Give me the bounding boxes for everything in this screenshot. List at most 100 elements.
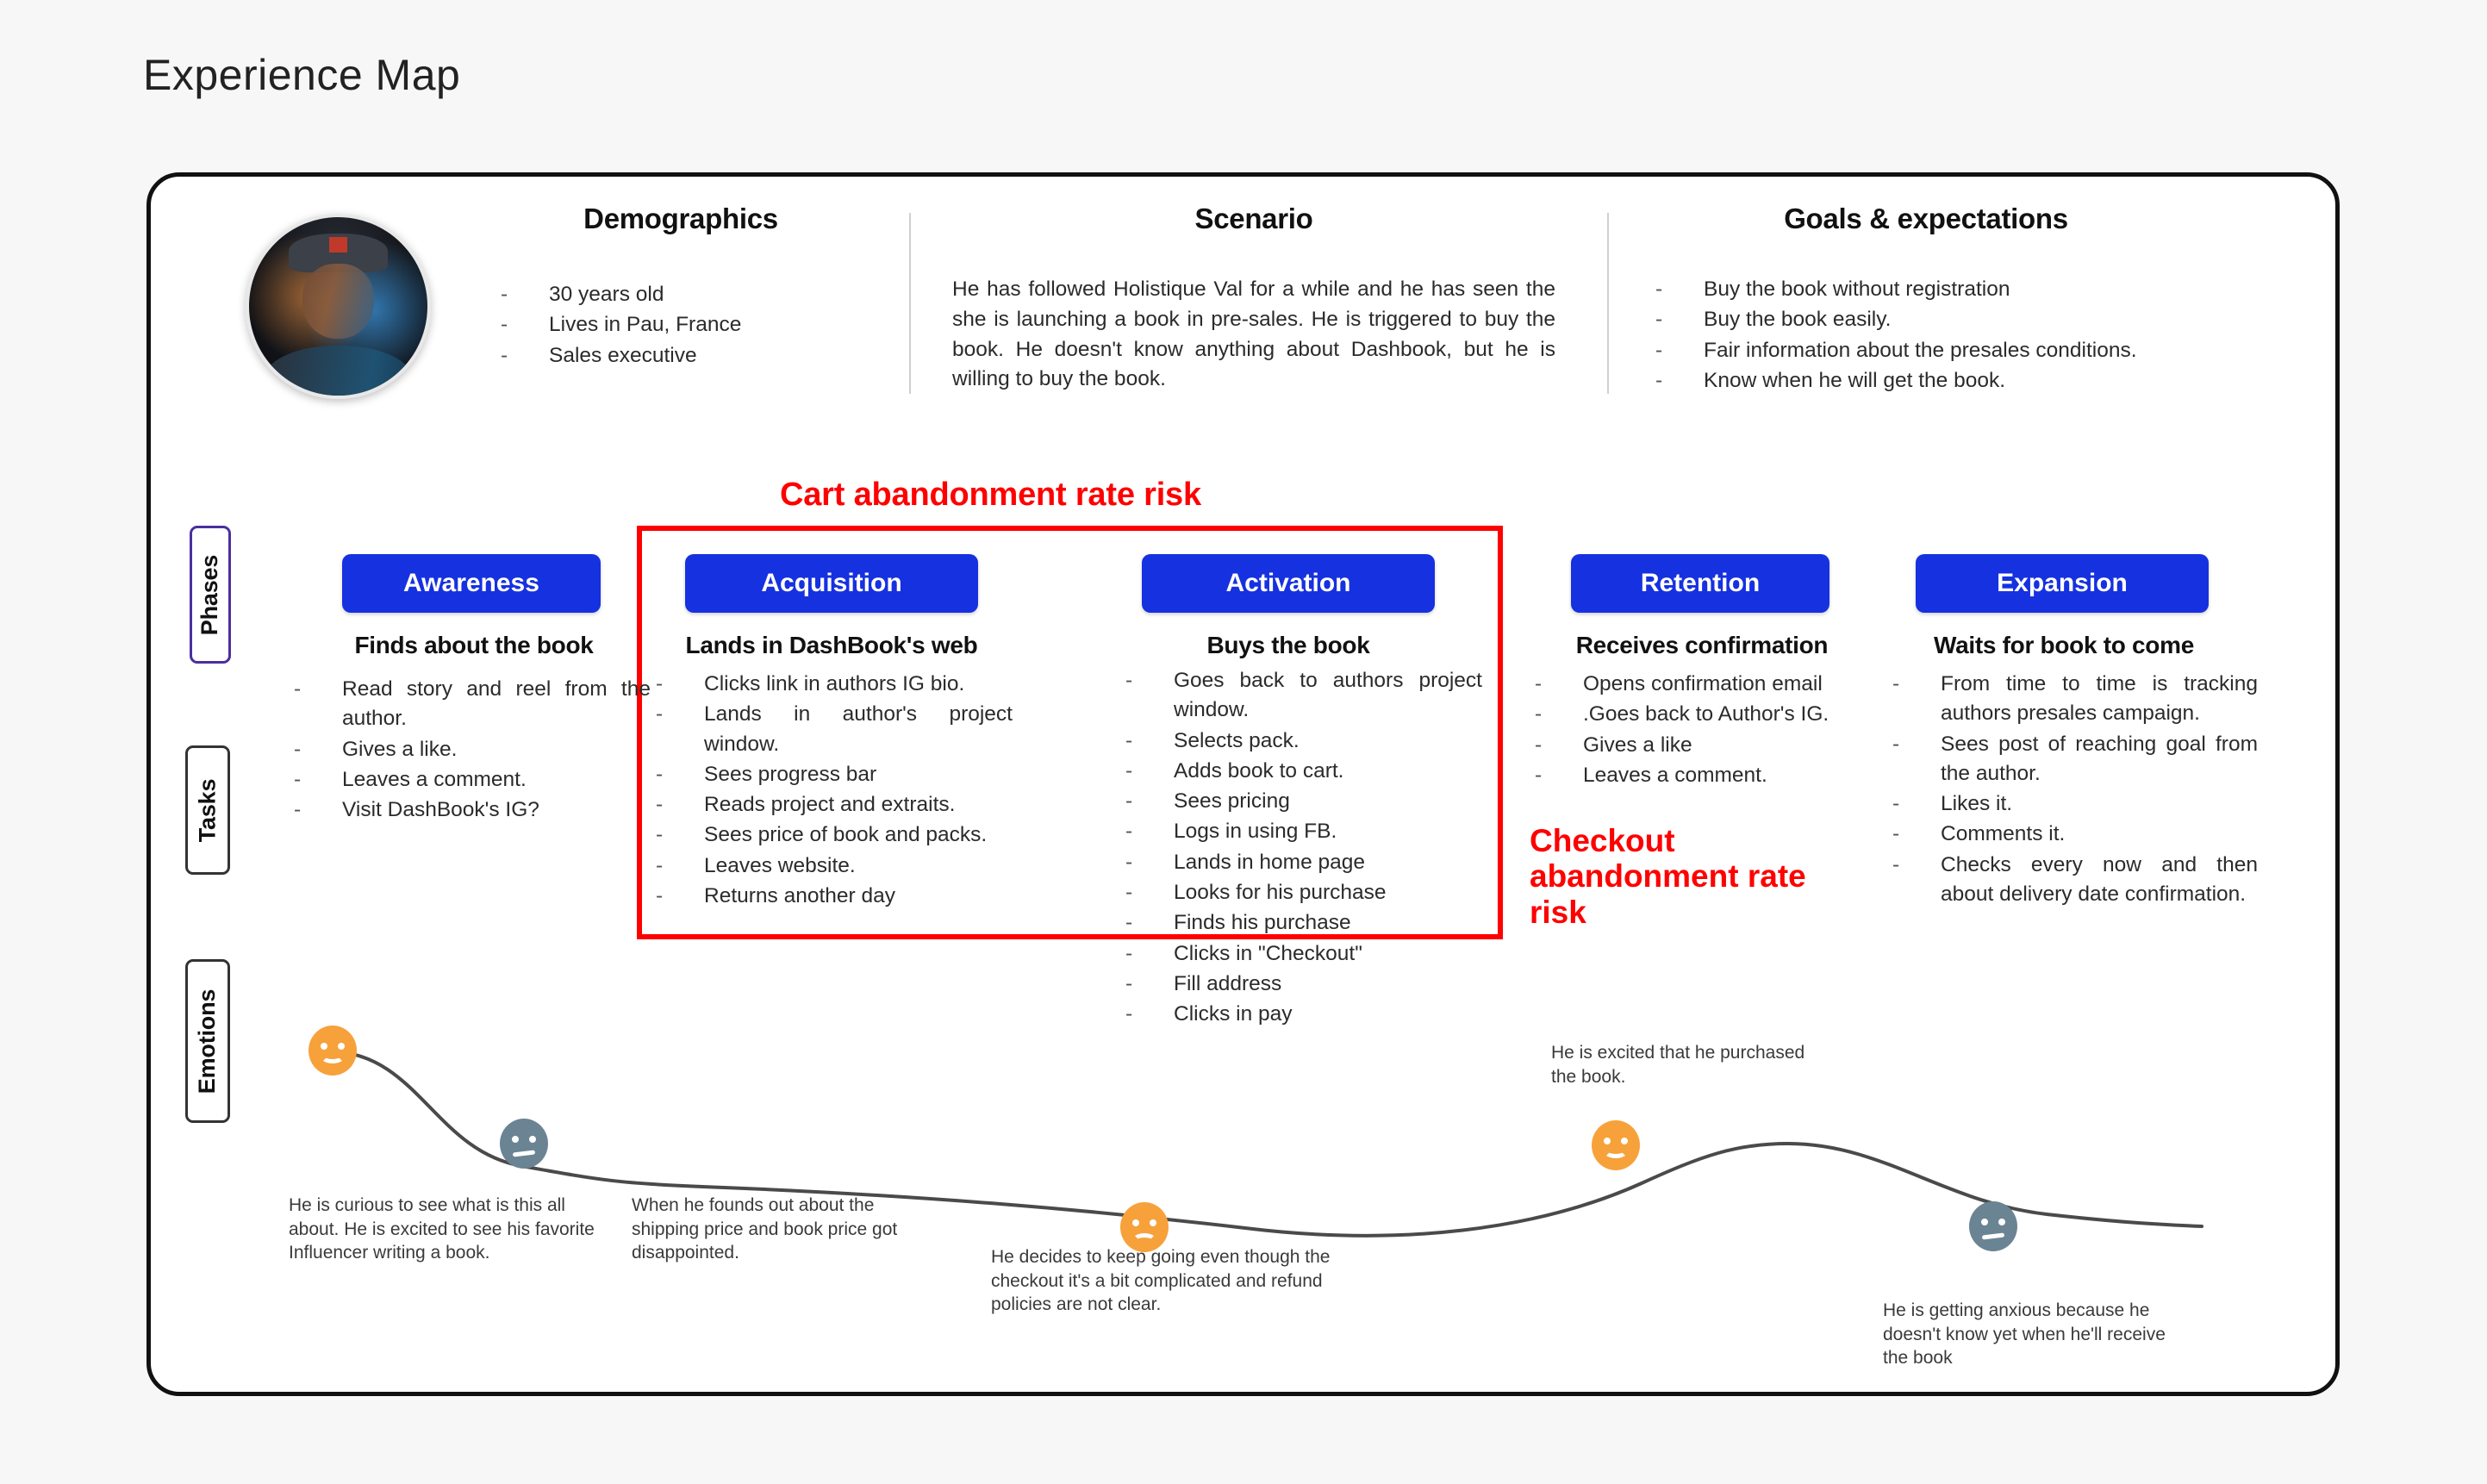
page-title: Experience Map [143,51,461,99]
phase-label: Acquisition [761,569,902,597]
goals-block: Goals & expectations Buy the book withou… [1650,203,2202,396]
emotion-caption-2: When he founds out about the shipping pr… [632,1195,898,1263]
emotion-caption-3: He decides to keep going even though the… [991,1247,1331,1315]
eye-right [1621,1138,1628,1144]
list-item: Read story and reel from the author. [289,675,651,734]
eye-right [338,1043,345,1050]
face-shape [302,263,374,339]
cart-risk-label: Cart abandonment rate risk [780,477,1201,513]
list-item: Sees progress bar [651,760,1013,790]
emotion-curve [330,1050,2203,1238]
list-item: Checks every now and then about delivery… [1887,851,2258,910]
task-list-acquisition: Clicks link in authors IG bio. Lands in … [651,670,1013,912]
mouth-neutral-icon [1981,1232,2005,1240]
phase-pill-retention[interactable]: Retention [1571,554,1829,613]
demographics-block: Demographics 30 years old Lives in Pau, … [496,203,866,371]
phase-label: Awareness [403,569,539,597]
list-item: Know when he will get the book. [1650,366,2202,396]
list-item: Sees price of book and packs. [651,820,1013,851]
phase-subtitle-expansion: Waits for book to come [1934,632,2194,658]
phase-label: Expansion [1997,569,2128,597]
task-list-retention: Opens confirmation email .Goes back to A… [1530,670,1892,790]
phase-label: Retention [1640,569,1761,597]
phase-pill-acquisition[interactable]: Acquisition [685,554,978,613]
mouth-neutral-icon [512,1150,536,1157]
list-item: Goes back to authors project window. [1120,666,1482,726]
eye-right [1998,1219,2005,1225]
list-item: Leaves website. [651,851,1013,882]
task-list-expansion: From time to time is tracking authors pr… [1887,670,2258,909]
list-item: Comments it. [1887,820,2258,850]
goals-title: Goals & expectations [1784,203,2068,234]
eye-right [529,1136,536,1143]
scenario-text: He has followed Holistique Val for a whi… [952,277,1555,391]
experience-map-board: Demographics 30 years old Lives in Pau, … [146,172,2340,1396]
phase-pill-expansion[interactable]: Expansion [1916,554,2209,613]
emotion-marker-3 [1120,1202,1169,1252]
emotion-marker-5 [1969,1201,2017,1251]
scenario-title: Scenario [1194,203,1313,234]
list-item: Sees pricing [1120,787,1482,817]
eye-left [512,1136,519,1143]
eye-left [1132,1219,1139,1226]
task-column-awareness: Read story and reel from the author. Giv… [289,675,651,826]
list-item: Clicks in "Checkout" [1120,939,1482,970]
list-item: Sees post of reaching goal from the auth… [1887,730,2258,789]
rail-phases-label: Phases [196,554,223,635]
list-item: Reads project and extraits. [651,790,1013,820]
list-item: Fill address [1120,970,1482,1000]
list-item: Returns another day [651,882,1013,912]
list-item: Sales executive [496,341,866,371]
list-item: .Goes back to Author's IG. [1530,700,1892,730]
task-column-expansion: From time to time is tracking authors pr… [1887,670,2258,910]
list-item: Buy the book easily. [1650,305,2202,335]
task-list-awareness: Read story and reel from the author. Giv… [289,675,651,826]
rail-emotions: Emotions [185,959,230,1123]
list-item: Selects pack. [1120,726,1482,757]
rail-phases: Phases [190,526,231,664]
phase-subtitle-retention: Receives confirmation [1575,632,1829,658]
mouth-happy-icon [321,1051,345,1063]
list-item: Clicks link in authors IG bio. [651,670,1013,700]
list-item: Gives a like [1530,731,1892,761]
rail-tasks: Tasks [185,745,230,875]
demographics-title: Demographics [583,203,778,234]
phase-subtitle-awareness: Finds about the book [354,632,594,658]
list-item: Gives a like. [289,735,651,765]
emotion-marker-1 [309,1026,357,1076]
cap-logo-shape [329,236,347,253]
list-item: Fair information about the presales cond… [1650,336,2202,366]
emotion-caption-1: He is curious to see what is this all ab… [289,1195,595,1263]
task-list-activation: Goes back to authors project window. Sel… [1120,666,1482,1030]
list-item: Leaves a comment. [1530,761,1892,791]
phase-subtitle-activation: Buys the book [1206,632,1370,658]
eye-left [1981,1219,1988,1225]
list-item: Visit DashBook's IG? [289,795,651,826]
scenario-block: Scenario He has followed Holistique Val … [952,203,1555,395]
goals-list: Buy the book without registration Buy th… [1650,275,2202,396]
list-item: From time to time is tracking authors pr… [1887,670,2258,729]
task-column-activation: Goes back to authors project window. Sel… [1120,666,1482,1031]
mouth-sad-icon [1132,1233,1156,1245]
phase-pill-activation[interactable]: Activation [1142,554,1435,613]
mouth-happy-icon [1604,1146,1628,1158]
shoulders-shape [263,346,414,396]
eye-left [321,1043,327,1050]
list-item: Finds his purchase [1120,908,1482,938]
list-item: Lands in home page [1120,848,1482,878]
persona-portrait-icon [246,214,431,399]
emotion-marker-2 [500,1119,548,1169]
phase-label: Activation [1225,569,1351,597]
demographics-list: 30 years old Lives in Pau, France Sales … [496,280,866,371]
task-column-retention: Opens confirmation email .Goes back to A… [1530,670,1892,791]
rail-tasks-label: Tasks [194,778,221,842]
phase-subtitle-acquisition: Lands in DashBook's web [685,632,978,658]
list-item: Lands in author's project window. [651,700,1013,759]
list-item: Adds book to cart. [1120,757,1482,787]
eye-right [1150,1219,1156,1226]
eye-left [1604,1138,1611,1144]
list-item: Lives in Pau, France [496,310,866,340]
phase-pill-awareness[interactable]: Awareness [342,554,601,613]
emotion-marker-4 [1592,1120,1640,1170]
list-item: Likes it. [1887,789,2258,820]
